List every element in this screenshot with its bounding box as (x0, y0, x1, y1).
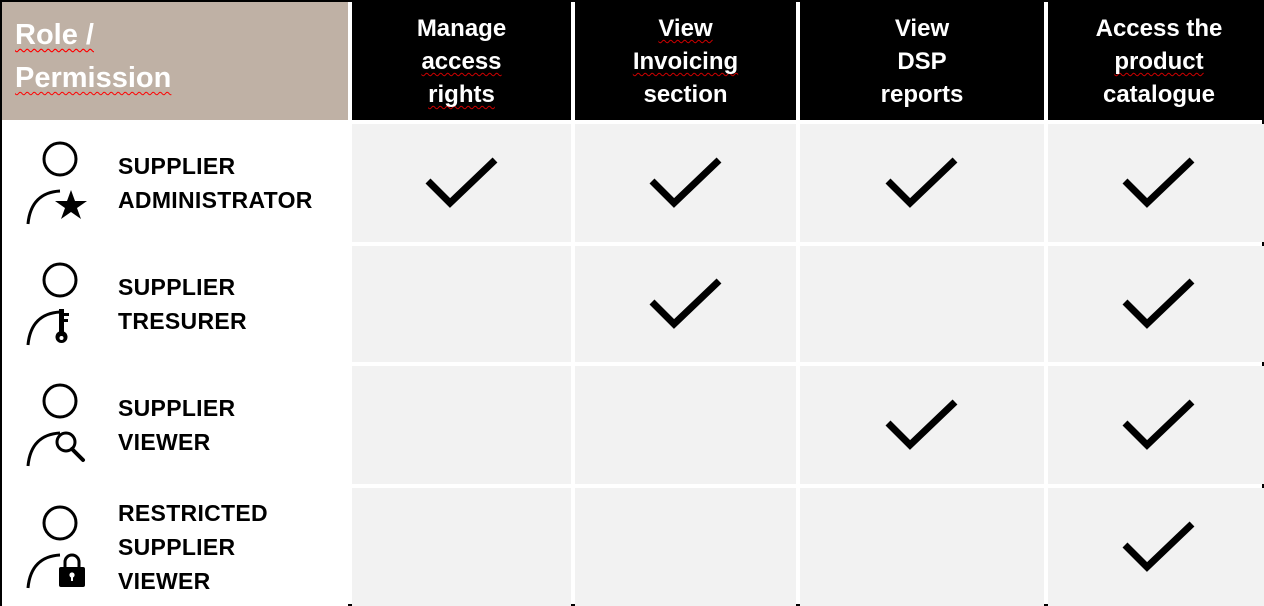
role-label-line: RESTRICTED (118, 500, 268, 526)
permission-cell (352, 366, 571, 484)
user-key-icon (26, 262, 78, 346)
permission-cell (800, 124, 1044, 242)
column-header-line: DSP (897, 48, 947, 75)
role-label: RESTRICTED SUPPLIER VIEWER (118, 496, 268, 598)
column-header-line: section (643, 81, 728, 108)
column-header-1: Manage access rights (352, 2, 571, 120)
check-icon (885, 399, 958, 450)
permission-cell (352, 246, 571, 362)
role-label: SUPPLIER VIEWER (118, 391, 235, 459)
check-icon (1122, 399, 1195, 450)
role-label-line: TRESURER (118, 308, 247, 334)
permission-cell (1048, 246, 1264, 362)
check-icon (649, 278, 721, 329)
column-header-line: product (1114, 48, 1204, 75)
corner-header: Role / Permission (2, 2, 348, 120)
role-2: SUPPLIER TRESURER (2, 246, 348, 362)
role-label-line: SUPPLIER (118, 534, 236, 560)
permission-cell (575, 366, 796, 484)
permission-cell (1048, 124, 1264, 242)
role-label-line: SUPPLIER (118, 153, 236, 179)
column-header-line: View (894, 15, 950, 42)
check-icon (649, 157, 721, 208)
check-icon (1122, 278, 1195, 329)
role-label-line: SUPPLIER (118, 274, 236, 300)
role-label-line: VIEWER (118, 429, 211, 455)
check-icon (885, 157, 958, 208)
column-header-line: View (658, 15, 713, 42)
role-label-line: SUPPLIER (118, 395, 236, 421)
permission-cell (1048, 366, 1264, 484)
permission-cell (352, 488, 571, 606)
corner-line-1: Role / (15, 19, 94, 51)
user-lock-icon (26, 505, 85, 589)
user-star-icon (26, 141, 87, 225)
role-label-line: VIEWER (118, 568, 211, 594)
permission-cell (800, 366, 1044, 484)
column-header-line: access (421, 48, 502, 75)
role-3: SUPPLIER VIEWER (2, 366, 348, 484)
role-label: SUPPLIER ADMINISTRATOR (118, 149, 313, 217)
permission-cell (575, 246, 796, 362)
column-header-line: reports (880, 81, 964, 108)
permission-cell (800, 488, 1044, 606)
permission-cell (1048, 488, 1264, 606)
column-header-line: Manage (416, 15, 507, 42)
permission-cell (352, 124, 571, 242)
check-icon (1122, 521, 1195, 572)
permission-cell (575, 124, 796, 242)
role-1: SUPPLIER ADMINISTRATOR (2, 124, 348, 242)
check-icon (425, 157, 497, 208)
role-label: SUPPLIER TRESURER (118, 270, 247, 338)
permission-cell (800, 246, 1044, 362)
column-header-line: Invoicing (632, 48, 739, 75)
user-magnifier-icon (26, 383, 85, 467)
column-header-line: rights (428, 81, 495, 108)
role-4: RESTRICTED SUPPLIER VIEWER (2, 488, 348, 606)
role-label-line: ADMINISTRATOR (118, 187, 313, 213)
column-header-4: Access the product catalogue (1048, 2, 1264, 120)
corner-line-2: Permission (15, 62, 172, 94)
column-header-line: Access the (1095, 15, 1223, 42)
permission-cell (575, 488, 796, 606)
column-header-line: catalogue (1102, 81, 1216, 108)
check-icon (1122, 157, 1195, 208)
